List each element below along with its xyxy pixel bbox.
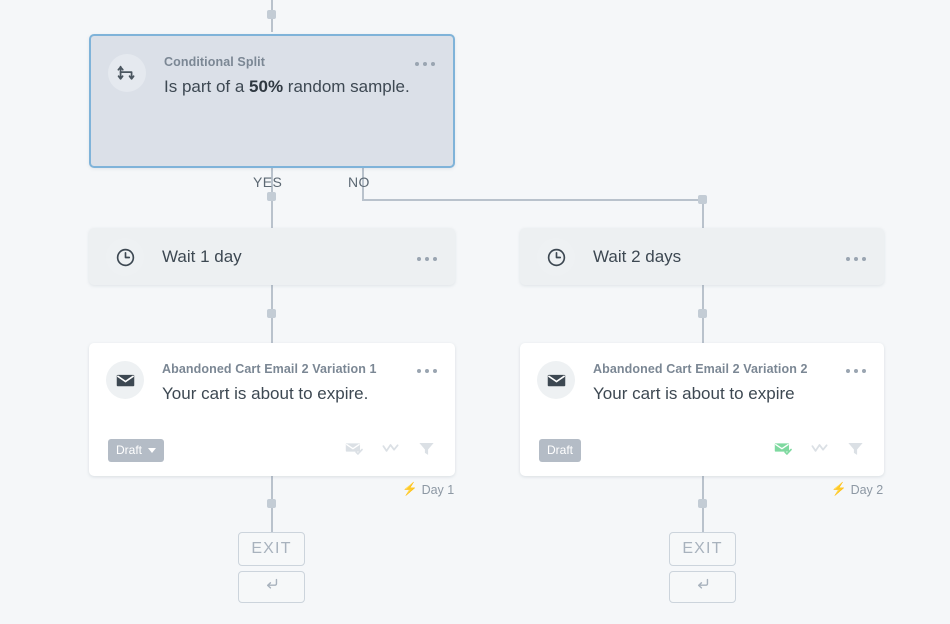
email-card-1-subject: Your cart is about to expire.	[162, 384, 369, 403]
overflow-menu-icon[interactable]	[417, 257, 437, 261]
wait-card-2[interactable]: Wait 2 days	[520, 228, 884, 285]
email-card-1-day: ⚡ Day 1	[402, 482, 454, 497]
email-card-1-footer: Draft	[108, 439, 436, 462]
split-title-emphasis: 50%	[249, 77, 284, 96]
email-card-1-icons	[345, 439, 436, 463]
connector-handle-top[interactable]	[267, 10, 276, 19]
split-branch-icon	[108, 54, 146, 92]
wait-card-1-label: Wait 1 day	[162, 247, 242, 266]
filter-icon[interactable]	[417, 439, 436, 463]
email-card-2-day: ⚡ Day 2	[831, 482, 883, 497]
split-node-title: Is part of a 50% random sample.	[164, 75, 410, 98]
overflow-menu-icon[interactable]	[417, 369, 437, 373]
status-badge-label: Draft	[547, 443, 574, 457]
smart-sending-icon[interactable]	[810, 439, 829, 463]
envelope-check-icon[interactable]	[774, 439, 793, 463]
clock-icon	[537, 238, 575, 276]
connector-no-horizontal	[362, 199, 704, 201]
connector-handle-email1[interactable]	[267, 499, 276, 508]
envelope-check-icon[interactable]	[345, 439, 364, 463]
email-card-2-header: Abandoned Cart Email 2 Variation 2 Your …	[537, 361, 808, 405]
connector-handle-email2[interactable]	[698, 499, 707, 508]
status-badge[interactable]: Draft	[108, 439, 165, 462]
wait-card-2-label: Wait 2 days	[593, 247, 682, 266]
conditional-split-card[interactable]: Conditional Split Is part of a 50% rando…	[89, 34, 455, 168]
connector-handle-yes[interactable]	[267, 192, 276, 201]
status-badge-label: Draft	[116, 443, 143, 457]
split-title-suffix: random sample.	[283, 77, 410, 96]
split-card-header: Conditional Split Is part of a 50% rando…	[108, 54, 410, 98]
email-card-2-icons	[774, 439, 865, 463]
email-card-2-subject: Your cart is about to expire	[593, 384, 795, 403]
overflow-menu-icon[interactable]	[846, 257, 866, 261]
envelope-icon	[106, 361, 144, 399]
email-card-1-day-label: Day 1	[421, 482, 455, 497]
merge-button-2[interactable]	[669, 571, 736, 603]
email-card-2-footer: Draft	[539, 439, 865, 462]
wait-card-1[interactable]: Wait 1 day	[89, 228, 455, 285]
bolt-icon: ⚡	[831, 482, 847, 496]
overflow-menu-icon[interactable]	[415, 62, 435, 66]
exit-button-1[interactable]: EXIT	[238, 532, 305, 566]
exit-button-2[interactable]: EXIT	[669, 532, 736, 566]
split-node-type: Conditional Split	[164, 55, 265, 69]
overflow-menu-icon[interactable]	[846, 369, 866, 373]
connector-handle-wait2[interactable]	[698, 309, 707, 318]
clock-icon	[106, 238, 144, 276]
connector-no-stub	[362, 168, 364, 201]
bolt-icon: ⚡	[402, 482, 418, 496]
filter-icon[interactable]	[846, 439, 865, 463]
email-card-1[interactable]: Abandoned Cart Email 2 Variation 1 Your …	[89, 343, 455, 476]
chevron-down-icon	[148, 447, 157, 453]
wait-card-2-header: Wait 2 days	[537, 238, 681, 276]
email-card-1-header: Abandoned Cart Email 2 Variation 1 Your …	[106, 361, 377, 405]
email-card-2-type: Abandoned Cart Email 2 Variation 2	[593, 362, 808, 376]
envelope-icon	[537, 361, 575, 399]
branch-label-no: NO	[348, 174, 370, 190]
smart-sending-icon[interactable]	[381, 439, 400, 463]
return-arrow-icon	[263, 576, 280, 598]
connector-no-drop	[702, 199, 704, 228]
connector-handle-wait1[interactable]	[267, 309, 276, 318]
email-card-2[interactable]: Abandoned Cart Email 2 Variation 2 Your …	[520, 343, 884, 476]
status-badge[interactable]: Draft	[539, 439, 582, 462]
email-card-1-type: Abandoned Cart Email 2 Variation 1	[162, 362, 377, 376]
email-card-2-day-label: Day 2	[850, 482, 884, 497]
branch-label-yes: YES	[253, 174, 283, 190]
return-arrow-icon	[694, 576, 711, 598]
merge-button-1[interactable]	[238, 571, 305, 603]
wait-card-1-header: Wait 1 day	[106, 238, 242, 276]
split-title-prefix: Is part of a	[164, 77, 250, 96]
connector-handle-no[interactable]	[698, 195, 707, 204]
